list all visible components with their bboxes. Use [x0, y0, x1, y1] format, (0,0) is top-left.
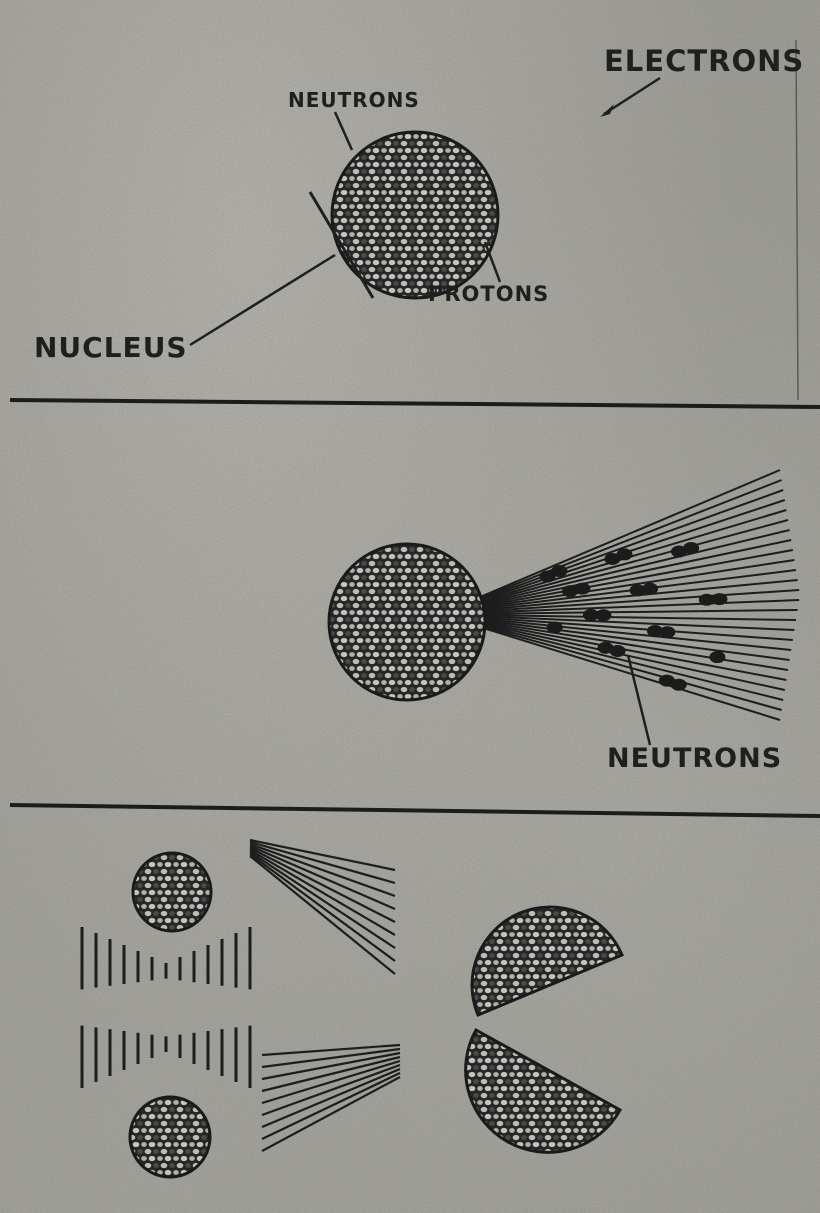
neutron-particle: [709, 651, 725, 663]
neutron-particle: [595, 609, 611, 621]
emitted-neutrons-label: NEUTRONS: [607, 743, 782, 774]
neutron-particle: [671, 679, 687, 691]
neutron-particle: [683, 542, 699, 554]
neutron-particle: [547, 621, 563, 633]
nucleus-label: NUCLEUS: [34, 331, 188, 364]
neutron-particle: [642, 583, 658, 595]
neutron-particle: [659, 626, 675, 638]
fragment-nucleus-bottom: [130, 1097, 210, 1177]
neutron-particle: [551, 565, 567, 577]
neutron-particle: [574, 583, 590, 595]
splitting-nucleus: [329, 544, 485, 700]
neutrons-label: NEUTRONS: [288, 88, 420, 112]
protons-label: PROTONS: [428, 282, 549, 306]
neutron-particle: [610, 645, 626, 657]
neutron-particle: [711, 593, 727, 605]
electrons-label: ELECTRONS: [604, 44, 804, 78]
fragment-nucleus-top: [133, 853, 211, 931]
neutron-particle: [616, 548, 632, 560]
